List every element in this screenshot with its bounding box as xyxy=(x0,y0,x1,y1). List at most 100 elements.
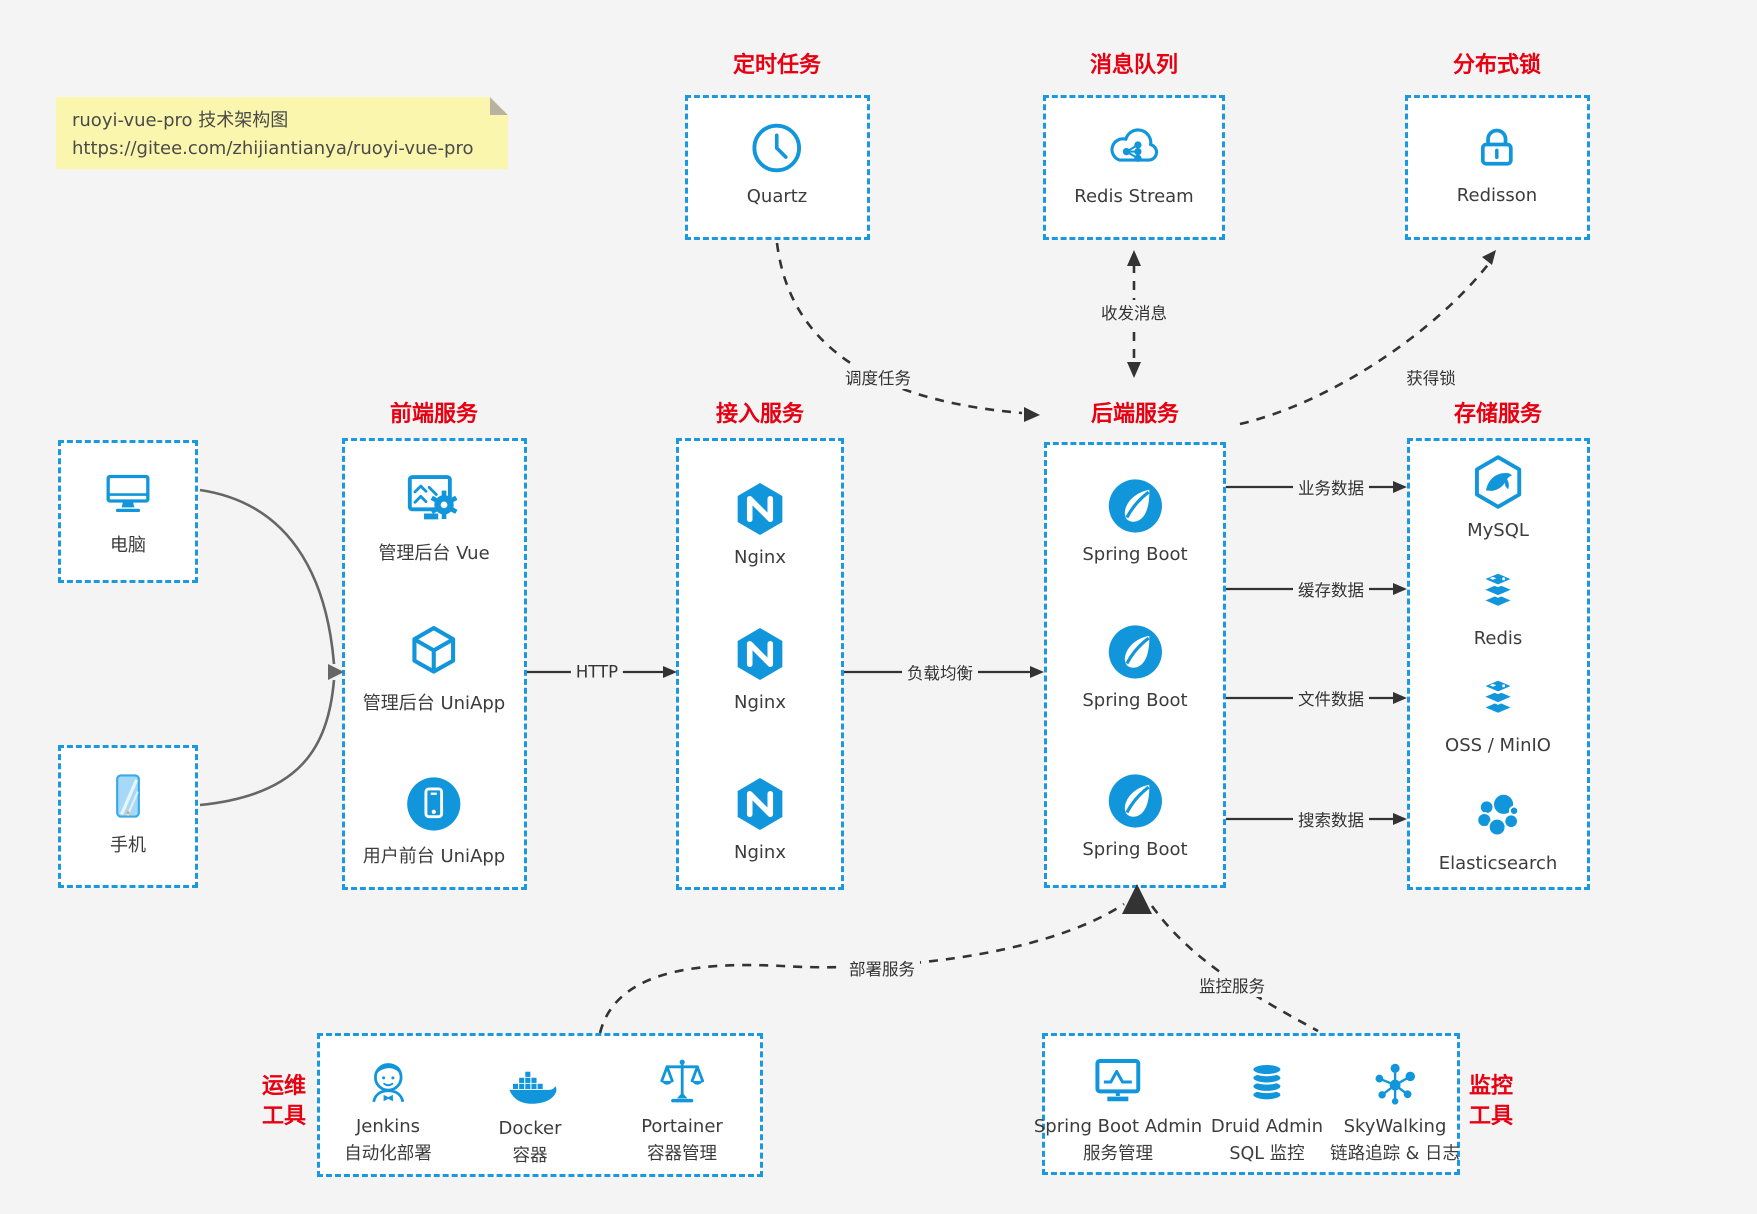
redis-stack-icon xyxy=(1471,565,1525,619)
mysql-dolphin-icon xyxy=(1469,453,1527,511)
docker-node: Docker 容器 xyxy=(498,1056,562,1167)
spring-leaf-icon xyxy=(1106,477,1164,535)
redis-label: Redis xyxy=(1473,628,1523,649)
monitoring-title: 监控 工具 xyxy=(1468,1074,1514,1129)
redis-stream-node: Redis Stream xyxy=(1074,119,1194,207)
note-title: ruoyi-vue-pro 技术架构图 xyxy=(72,110,289,131)
redisson-node: Redisson xyxy=(1457,120,1537,206)
spring-boot-node-1: Spring Boot xyxy=(1082,477,1188,565)
mysql-node: MySQL xyxy=(1467,453,1529,541)
admin-uniapp-node: 管理后台 UniApp xyxy=(363,622,505,715)
redis-stack-icon xyxy=(1471,672,1525,726)
jenkins-label: Jenkins xyxy=(355,1116,420,1137)
edge-label-search-data: 搜索数据 xyxy=(1293,807,1369,831)
load-balance-arrowhead xyxy=(1030,666,1044,678)
scheduler-box xyxy=(685,95,870,240)
note-url: https://gitee.com/zhijiantianya/ruoyi-vu… xyxy=(72,137,474,159)
oss-minio-node: OSS / MinIO xyxy=(1445,672,1551,756)
admin-vue-node: 管理后台 Vue xyxy=(378,468,490,565)
devops-box xyxy=(317,1033,763,1177)
edge-label-load-balance: 负载均衡 xyxy=(902,660,978,684)
druid-admin-node: Druid Admin SQL 监控 xyxy=(1211,1056,1323,1165)
spring-boot-node-3: Spring Boot xyxy=(1082,772,1188,860)
edge-label-business-data: 业务数据 xyxy=(1293,475,1369,499)
edge-label-cache-data: 缓存数据 xyxy=(1293,577,1369,601)
admin-uniapp-label: 管理后台 UniApp xyxy=(362,693,506,714)
spring-boot-label-1: Spring Boot xyxy=(1082,544,1188,565)
devops-title: 运维 工具 xyxy=(261,1074,307,1129)
edge-label-http: HTTP xyxy=(570,662,624,682)
nginx-label-3: Nginx xyxy=(734,842,786,863)
elasticsearch-node: Elasticsearch xyxy=(1438,788,1558,874)
docker-label: Docker xyxy=(498,1118,562,1139)
docker-sublabel: 容器 xyxy=(512,1146,548,1166)
spring-boot-node-2: Spring Boot xyxy=(1082,623,1188,711)
mobile-app-circle-icon xyxy=(405,775,463,833)
backend-to-storage-arrows xyxy=(1226,485,1393,821)
monitor-curve xyxy=(1150,905,1319,1033)
monitor-pulse-icon xyxy=(1090,1054,1146,1110)
acquire-lock-arrowhead xyxy=(1482,250,1496,265)
redis-stream-label: Redis Stream xyxy=(1074,186,1194,207)
frontend-title: 前端服务 xyxy=(389,402,479,427)
user-uniapp-label: 用户前台 UniApp xyxy=(362,846,506,867)
nginx-node-2: Nginx xyxy=(731,625,789,713)
lock-icon xyxy=(1469,120,1525,176)
schedule-arrowhead xyxy=(1024,407,1040,422)
druid-admin-label: Druid Admin xyxy=(1210,1116,1324,1137)
message-arrowhead-up xyxy=(1127,250,1141,266)
oss-minio-label: OSS / MinIO xyxy=(1445,735,1551,756)
message-arrowhead-down xyxy=(1127,362,1141,378)
scales-icon xyxy=(654,1054,710,1110)
redisson-label: Redisson xyxy=(1456,185,1538,206)
node-graph-icon xyxy=(1369,1058,1421,1110)
monitoring-box xyxy=(1042,1033,1460,1175)
edge-label-file-data: 文件数据 xyxy=(1293,686,1369,710)
admin-vue-label: 管理后台 Vue xyxy=(378,543,490,564)
nginx-icon xyxy=(731,480,789,538)
storage-arrowheads xyxy=(1393,481,1407,825)
http-arrowhead xyxy=(663,666,677,678)
spring-boot-admin-label: Spring Boot Admin xyxy=(1033,1116,1203,1137)
scheduler-title: 定时任务 xyxy=(732,53,822,78)
edge-label-acquire-lock: 获得锁 xyxy=(1401,365,1461,389)
client-to-frontend-curves xyxy=(199,488,336,807)
redis-node: Redis xyxy=(1471,565,1525,649)
desktop-icon xyxy=(100,466,156,522)
quartz-node: Quartz xyxy=(746,119,808,207)
spring-boot-label-3: Spring Boot xyxy=(1082,839,1188,860)
phone-label: 手机 xyxy=(110,835,146,856)
note-fold-corner xyxy=(490,97,508,115)
pc-node: 电脑 xyxy=(100,466,156,557)
spring-boot-label-2: Spring Boot xyxy=(1082,690,1188,711)
mysql-label: MySQL xyxy=(1467,520,1529,541)
quartz-label: Quartz xyxy=(746,186,808,207)
admin-screen-gear-icon xyxy=(403,468,465,530)
user-uniapp-node: 用户前台 UniApp xyxy=(363,775,505,868)
elasticsearch-label: Elasticsearch xyxy=(1438,853,1558,874)
database-icon xyxy=(1240,1056,1294,1110)
cloud-share-icon xyxy=(1105,119,1163,177)
docker-whale-icon xyxy=(501,1056,559,1114)
spring-leaf-icon xyxy=(1106,772,1164,830)
nginx-icon xyxy=(731,625,789,683)
nginx-node-1: Nginx xyxy=(731,480,789,568)
skywalking-label: SkyWalking xyxy=(1343,1116,1447,1137)
portainer-label: Portainer xyxy=(641,1116,723,1137)
lock-title: 分布式锁 xyxy=(1452,53,1542,78)
uniapp-cube-icon xyxy=(405,622,463,680)
deploy-monitor-arrowhead xyxy=(1122,884,1152,914)
jenkins-sublabel: 自动化部署 xyxy=(344,1144,432,1164)
jenkins-node: Jenkins 自动化部署 xyxy=(344,1054,432,1165)
edge-label-schedule: 调度任务 xyxy=(840,365,916,389)
nginx-node-3: Nginx xyxy=(731,775,789,863)
spring-boot-admin-node: Spring Boot Admin 服务管理 xyxy=(1034,1054,1202,1165)
pc-label: 电脑 xyxy=(110,535,146,556)
storage-title: 存储服务 xyxy=(1453,402,1543,427)
phone-node: 手机 xyxy=(102,770,154,857)
portainer-sublabel: 容器管理 xyxy=(646,1144,717,1164)
edge-label-deploy: 部署服务 xyxy=(844,956,920,980)
acquire-lock-curve xyxy=(1239,261,1492,426)
edge-label-monitor: 监控服务 xyxy=(1194,973,1270,997)
